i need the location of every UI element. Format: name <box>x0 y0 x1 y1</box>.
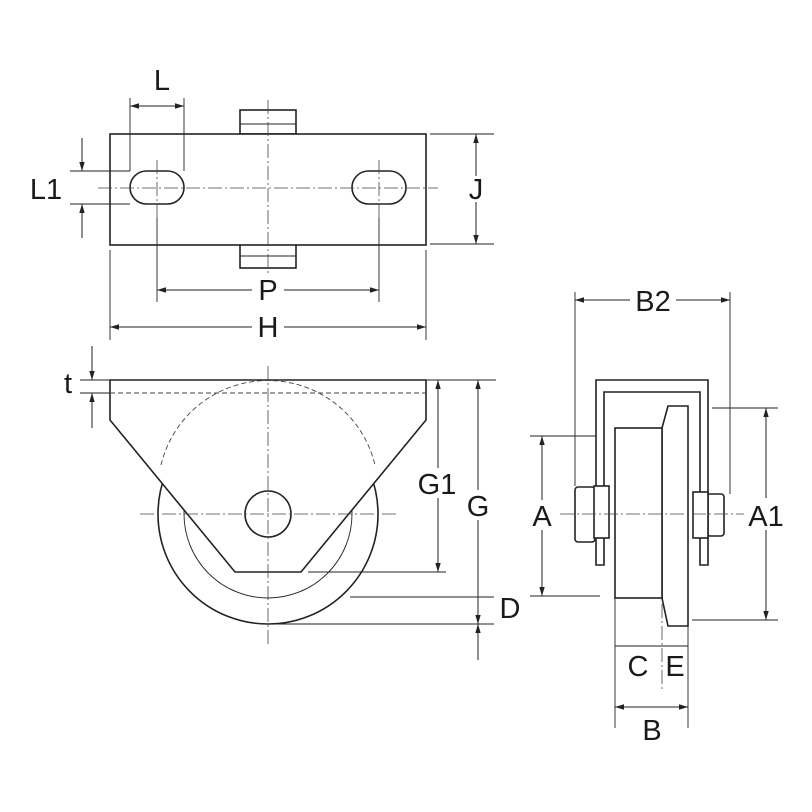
label-A: A <box>532 501 552 533</box>
label-D: D <box>500 593 521 625</box>
label-J: J <box>469 174 484 206</box>
dimension-A: A <box>528 435 600 597</box>
axle-bolt-left <box>574 486 596 543</box>
dimension-J: J <box>430 133 494 245</box>
dimension-H: H <box>109 250 427 344</box>
label-B2: B2 <box>635 286 670 318</box>
label-C: C <box>628 651 649 683</box>
fork-bracket <box>595 379 709 566</box>
front-view <box>109 366 427 644</box>
label-G1: G1 <box>418 469 457 501</box>
axle-bolt-right <box>706 493 725 537</box>
label-H: H <box>258 312 279 344</box>
axle-nut-left <box>593 485 610 539</box>
dimension-C-E-B: C E B <box>614 598 689 747</box>
label-t: t <box>64 368 72 400</box>
dimension-B2: B2 <box>574 284 731 494</box>
axle-nut-right <box>692 491 709 539</box>
label-G: G <box>467 491 490 523</box>
dimension-L1: L1 <box>30 138 130 238</box>
label-P: P <box>258 275 277 307</box>
top-view <box>98 100 438 278</box>
dimension-G1: G1 <box>308 379 496 573</box>
wheel-hidden-outline <box>160 380 376 466</box>
dimension-A1: A1 <box>692 407 788 621</box>
dimension-P: P <box>156 218 380 307</box>
wheel-tread <box>614 427 663 599</box>
wheel-flange <box>661 405 689 627</box>
label-A1: A1 <box>748 501 783 533</box>
dimension-G: G <box>268 380 494 625</box>
side-view <box>560 379 744 690</box>
label-E: E <box>665 651 684 683</box>
label-B: B <box>642 715 661 747</box>
label-L1: L1 <box>30 174 62 206</box>
dimension-t: t <box>64 346 110 428</box>
label-L: L <box>154 65 170 97</box>
dimension-L: L <box>129 65 185 171</box>
dimension-D: D <box>350 593 520 660</box>
